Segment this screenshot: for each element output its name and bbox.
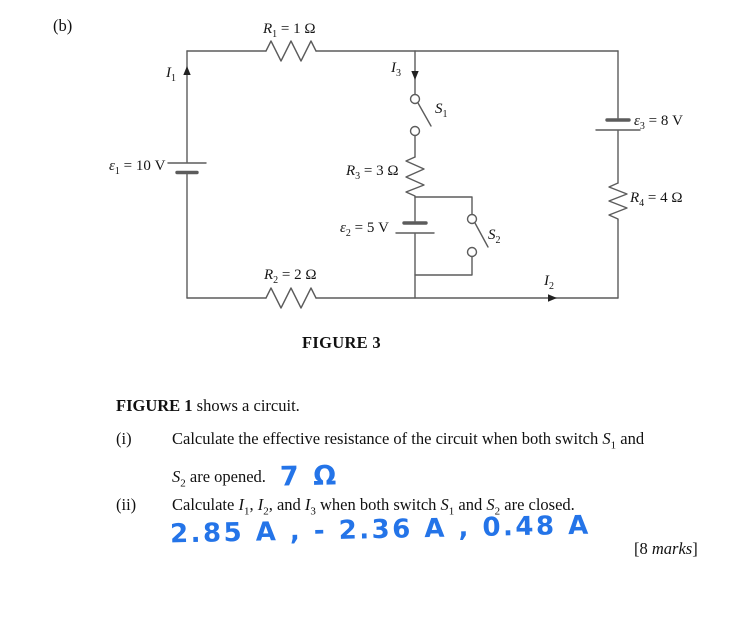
resistor-r1-icon	[265, 40, 317, 62]
current-i1-arrow-icon	[183, 66, 191, 75]
battery-e3-icon	[595, 118, 641, 131]
circuit-diagram	[167, 40, 641, 309]
label-i1: I1	[166, 65, 176, 84]
label-i3: I3	[391, 60, 401, 79]
battery-e2-icon	[395, 221, 435, 234]
switch-s2-branch-wire	[414, 196, 473, 276]
switch-s2-icon	[466, 213, 489, 258]
part-label: (b)	[53, 16, 73, 35]
question-ii-number: (ii)	[116, 495, 137, 514]
question-ii-line1: Calculate I1, I2, and I3 when both switc…	[172, 495, 575, 518]
label-e2: ε2 = 5 V	[340, 220, 389, 239]
label-r1: R1 = 1 Ω	[263, 21, 316, 40]
handwritten-answer-i: 7 Ω	[279, 460, 339, 493]
question-i-line2: S2 are opened. 7 Ω	[172, 460, 339, 493]
question-i-line1: Calculate the effective resistance of th…	[172, 429, 645, 452]
figure-reference: FIGURE 1 shows a circuit.	[116, 396, 300, 415]
label-r4: R4 = 4 Ω	[630, 190, 683, 209]
label-e3: ε3 = 8 V	[634, 113, 683, 132]
resistor-r3-icon	[405, 156, 425, 198]
question-i-line2-text: S2 are opened.	[172, 467, 266, 490]
handwritten-answer-ii: 2.85 A , - 2.36 A , 0.48 A	[169, 510, 592, 550]
current-i3-arrow-icon	[411, 71, 419, 80]
current-i2-arrow-icon	[548, 294, 557, 302]
question-i-number: (i)	[116, 429, 132, 448]
label-s1: S1	[435, 101, 448, 120]
label-r2: R2 = 2 Ω	[264, 267, 317, 286]
marks-allocation: [8 marks]	[634, 539, 698, 558]
battery-e1-icon	[167, 162, 207, 175]
label-e1: ε1 = 10 V	[109, 158, 166, 177]
label-i2: I2	[544, 273, 554, 292]
resistor-r2-icon	[265, 287, 317, 309]
figure-caption: FIGURE 3	[302, 333, 381, 352]
label-r3: R3 = 3 Ω	[346, 163, 399, 182]
resistor-r4-icon	[608, 182, 628, 221]
switch-s1-icon	[409, 93, 432, 137]
label-s2: S2	[488, 227, 501, 246]
